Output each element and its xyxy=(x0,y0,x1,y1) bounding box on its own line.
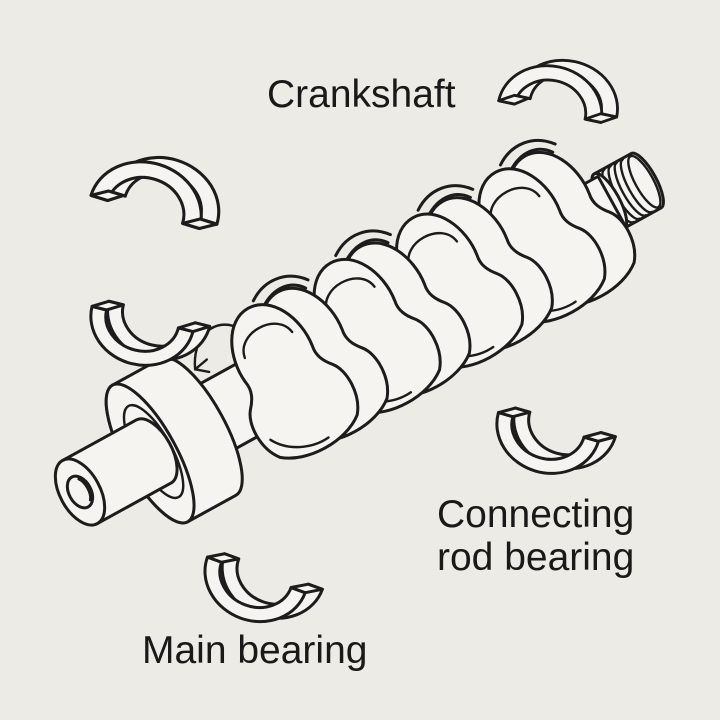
crank-pin xyxy=(251,274,310,303)
connecting-rod-bearing-label: Connecting rod bearing xyxy=(437,493,635,580)
upper-main-bearing-shell-left xyxy=(89,155,221,231)
crank-pin xyxy=(416,184,475,212)
crank-throw-1 xyxy=(230,274,390,460)
connecting-rod-bearing-label-line2: rod bearing xyxy=(437,535,635,579)
front-snout xyxy=(53,417,179,527)
crank-pin xyxy=(334,229,392,258)
lower-main-bearing-shell-bottom xyxy=(203,552,324,624)
crankshaft-body xyxy=(53,139,665,527)
crankshaft-label: Crankshaft xyxy=(267,73,456,116)
lower-main-bearing-shell-left xyxy=(89,299,212,367)
connecting-rod-bearing-label-line1: Connecting xyxy=(437,493,635,536)
crank-pin xyxy=(498,139,557,167)
upper-bearing-shell-right xyxy=(497,58,619,124)
connecting-rod-bearing-shell-right xyxy=(495,406,617,475)
main-bearing-label: Main bearing xyxy=(142,629,368,672)
